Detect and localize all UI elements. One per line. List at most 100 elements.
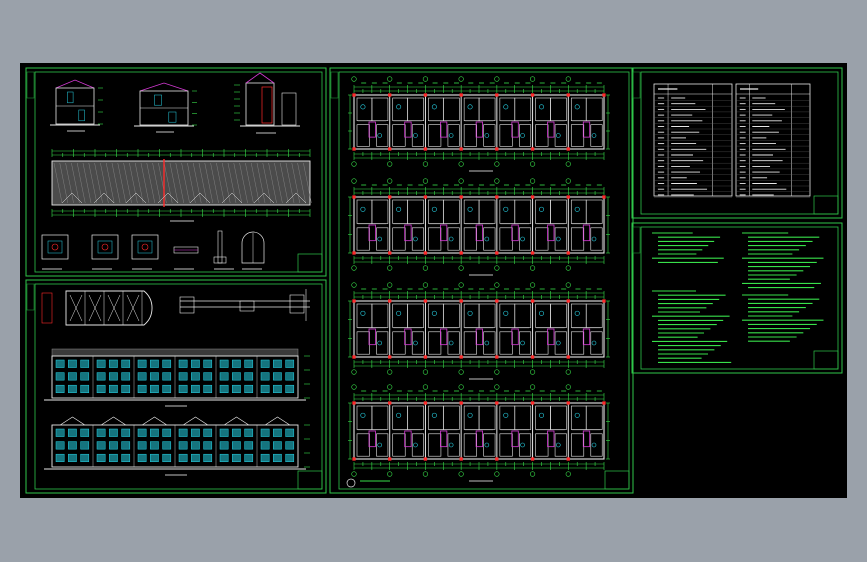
sheet-inner-border bbox=[34, 283, 323, 490]
roof-hatch bbox=[280, 162, 289, 204]
room bbox=[514, 199, 532, 224]
room bbox=[570, 227, 585, 251]
roof-hatch bbox=[262, 162, 271, 204]
window bbox=[178, 359, 188, 368]
room bbox=[411, 227, 424, 251]
window bbox=[285, 372, 295, 381]
binding-strip bbox=[330, 71, 339, 99]
room bbox=[371, 199, 389, 224]
axis-bubble bbox=[494, 178, 500, 184]
room bbox=[442, 303, 460, 328]
window bbox=[232, 441, 241, 450]
roof-hatch bbox=[140, 162, 150, 204]
stair bbox=[582, 121, 591, 138]
title-block bbox=[813, 350, 839, 370]
window bbox=[285, 384, 295, 394]
cad-drawing bbox=[25, 67, 843, 494]
sheet-inner-border bbox=[640, 71, 839, 215]
roof-hatch bbox=[71, 162, 80, 204]
room bbox=[499, 331, 513, 355]
window bbox=[68, 359, 77, 368]
room bbox=[550, 199, 567, 224]
fixture bbox=[396, 412, 402, 418]
axis-bubble bbox=[458, 282, 464, 288]
window bbox=[191, 428, 200, 437]
binding-strip bbox=[632, 71, 641, 99]
window bbox=[191, 359, 200, 368]
window bbox=[162, 372, 172, 381]
column bbox=[352, 299, 356, 303]
notes-right-1 bbox=[742, 232, 824, 289]
room bbox=[392, 433, 406, 457]
window bbox=[68, 428, 77, 437]
window bbox=[109, 428, 118, 437]
roof-hatch bbox=[94, 162, 103, 204]
room bbox=[428, 199, 444, 224]
axis-bubble bbox=[422, 471, 429, 477]
room bbox=[535, 199, 551, 224]
room bbox=[356, 331, 370, 355]
column bbox=[423, 251, 428, 255]
column bbox=[566, 251, 570, 255]
room bbox=[499, 227, 513, 251]
axis-bubble bbox=[387, 471, 393, 477]
window bbox=[162, 441, 172, 450]
roof-hatch bbox=[65, 162, 74, 204]
axis-bubble bbox=[494, 265, 500, 271]
floor-plan-1 bbox=[348, 76, 610, 172]
room bbox=[585, 405, 603, 430]
window bbox=[121, 428, 131, 437]
column bbox=[423, 147, 428, 151]
window bbox=[178, 372, 188, 381]
cad-model-space[interactable] bbox=[20, 63, 847, 498]
fixture bbox=[413, 133, 418, 138]
fixture bbox=[520, 236, 525, 242]
stair bbox=[511, 121, 519, 138]
column bbox=[566, 195, 570, 199]
room bbox=[463, 433, 477, 457]
stair-section bbox=[261, 86, 273, 124]
room bbox=[463, 199, 480, 224]
column bbox=[530, 93, 535, 97]
stair bbox=[475, 121, 483, 138]
fixture bbox=[467, 206, 473, 212]
column bbox=[352, 93, 356, 97]
room bbox=[376, 331, 389, 355]
column bbox=[530, 457, 535, 461]
site-boundary bbox=[65, 290, 153, 326]
room bbox=[407, 199, 424, 224]
axis-bubble bbox=[351, 471, 357, 477]
roof-hatch bbox=[256, 162, 266, 204]
axis-bubble bbox=[494, 384, 500, 390]
fixture bbox=[413, 236, 418, 242]
fixture bbox=[484, 442, 490, 448]
window bbox=[232, 453, 241, 463]
column bbox=[423, 355, 428, 359]
axis-bubble bbox=[565, 178, 571, 184]
fixture bbox=[360, 412, 366, 418]
front-facade bbox=[44, 416, 310, 476]
window bbox=[96, 384, 106, 394]
roof-ridge bbox=[157, 192, 179, 204]
room bbox=[463, 124, 477, 147]
stair bbox=[404, 224, 412, 242]
sheet-border bbox=[631, 67, 843, 219]
column bbox=[423, 299, 428, 303]
roof-hatch bbox=[169, 162, 179, 204]
window bbox=[80, 441, 90, 450]
room bbox=[535, 303, 551, 328]
window bbox=[109, 453, 118, 463]
section-outline bbox=[245, 82, 275, 126]
fixture bbox=[413, 340, 418, 346]
roof-hatch bbox=[175, 162, 184, 204]
roof-hatch bbox=[291, 162, 300, 204]
window bbox=[55, 453, 65, 463]
room bbox=[590, 433, 603, 457]
window bbox=[219, 441, 229, 450]
window bbox=[150, 441, 159, 450]
fixture bbox=[396, 104, 402, 110]
window bbox=[273, 453, 282, 463]
fixture bbox=[503, 206, 509, 212]
axis-bubble bbox=[529, 282, 536, 288]
axis-bubble bbox=[529, 471, 536, 477]
